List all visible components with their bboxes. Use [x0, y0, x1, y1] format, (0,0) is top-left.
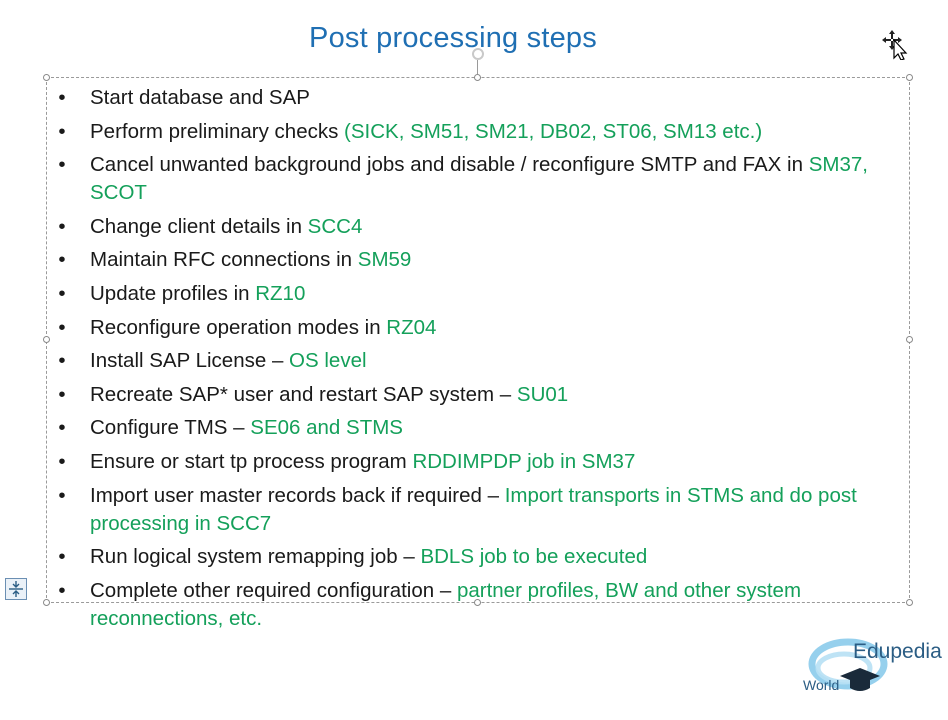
- bullet-item: • Start database and SAP: [56, 84, 906, 112]
- bullet-highlight: SM59: [357, 248, 412, 272]
- bullet-dot: •: [58, 578, 66, 602]
- bullet-highlight: SU01: [516, 382, 569, 406]
- bullet-dot: •: [58, 86, 66, 109]
- rotate-handle[interactable]: [472, 48, 484, 60]
- bullet-text: Run logical system remapping job –: [90, 545, 421, 569]
- bullet-text: Update profiles in: [90, 281, 256, 305]
- bullet-item: • Complete other required configuration –…: [56, 577, 906, 633]
- bullet-item: • Import user master records back if requ…: [56, 482, 906, 538]
- move-cursor-icon: [882, 30, 908, 60]
- resize-handle-bottom-left[interactable]: [43, 599, 50, 606]
- collapse-icon[interactable]: [5, 578, 27, 600]
- bullet-dot: •: [58, 449, 66, 473]
- resize-handle-bottom[interactable]: [474, 599, 481, 606]
- bullet-dot: •: [58, 119, 66, 143]
- bullet-text: Cancel unwanted background jobs and disa…: [90, 153, 809, 177]
- resize-handle-left[interactable]: [43, 336, 50, 343]
- bullet-text: Change client details in: [90, 214, 308, 238]
- bullet-dot: •: [58, 545, 66, 569]
- bullet-dot: •: [58, 416, 66, 440]
- logo-subtext: World: [803, 677, 840, 693]
- bullet-text: Recreate SAP* user and restart SAP syste…: [90, 382, 517, 406]
- bullet-highlight: Import transports in STMS and do post pr…: [90, 483, 857, 535]
- bullet-dot: •: [58, 349, 66, 373]
- bullet-item: • Ensure or start tp process program RDDI…: [56, 448, 906, 476]
- bullet-highlight: RDDIMPDP job in SM37: [412, 449, 636, 473]
- bullet-text: Install SAP License –: [90, 349, 290, 373]
- bullet-highlight: (SICK, SM51, SM21, DB02, ST06, SM13 etc.…: [344, 119, 763, 143]
- bullet-item: • Update profiles in RZ10: [56, 280, 906, 308]
- collapse-arrows-icon: [9, 581, 23, 597]
- bullet-highlight: BDLS job to be executed: [420, 545, 648, 569]
- bullet-highlight: SE06 and STMS: [250, 416, 403, 440]
- bullet-item: • Install SAP License – OS level: [56, 347, 906, 375]
- bullet-text: Start database and SAP: [90, 86, 310, 109]
- bullet-item: • Change client details in SCC4: [56, 213, 906, 241]
- bullet-item: • Perform preliminary checks (SICK, SM51,…: [56, 118, 906, 146]
- bullet-highlight: SCC4: [307, 214, 363, 238]
- bullet-text: Perform preliminary checks: [90, 119, 345, 143]
- bullet-dot: •: [58, 281, 66, 305]
- bullet-item: • Configure TMS – SE06 and STMS: [56, 414, 906, 442]
- bullet-item: • Cancel unwanted background jobs and dis…: [56, 151, 906, 207]
- bullet-dot: •: [58, 382, 66, 406]
- bullet-text: Import user master records back if requi…: [90, 483, 505, 507]
- bullet-item: • Reconfigure operation modes in RZ04: [56, 314, 906, 342]
- bullet-dot: •: [58, 214, 66, 238]
- bullet-text: Reconfigure operation modes in: [90, 315, 387, 339]
- bullet-dot: •: [58, 483, 66, 507]
- bullet-item: • Recreate SAP* user and restart SAP syst…: [56, 381, 906, 409]
- resize-handle-top[interactable]: [474, 74, 481, 81]
- bullet-list[interactable]: • Start database and SAP • Perform prelimin…: [56, 84, 906, 638]
- bullet-text: Configure TMS –: [90, 416, 251, 440]
- slide-title[interactable]: Post processing steps: [309, 22, 597, 54]
- bullet-dot: •: [58, 248, 66, 272]
- edupedia-logo: [808, 638, 888, 691]
- bullet-highlight: SM37, SCOT: [90, 153, 868, 205]
- resize-handle-top-left[interactable]: [43, 74, 50, 81]
- resize-handle-right[interactable]: [906, 336, 913, 343]
- logo-text: Edupedia: [853, 640, 942, 663]
- bullet-text: Ensure or start tp process program: [90, 449, 413, 473]
- bullet-text: Complete other required configuration –: [90, 578, 457, 602]
- rotate-handle-stem: [477, 60, 478, 74]
- resize-handle-top-right[interactable]: [906, 74, 913, 81]
- bullet-text: Maintain RFC connections in: [90, 248, 358, 272]
- bullet-highlight: OS level: [289, 349, 367, 373]
- bullet-dot: •: [58, 315, 66, 339]
- bullet-item: • Maintain RFC connections in SM59: [56, 246, 906, 274]
- bullet-highlight: partner profiles, BW and other system re…: [90, 578, 802, 630]
- resize-handle-bottom-right[interactable]: [906, 599, 913, 606]
- bullet-highlight: RZ10: [255, 281, 306, 305]
- bullet-highlight: RZ04: [386, 315, 437, 339]
- bullet-dot: •: [58, 153, 66, 177]
- bullet-item: • Run logical system remapping job – BDLS…: [56, 543, 906, 571]
